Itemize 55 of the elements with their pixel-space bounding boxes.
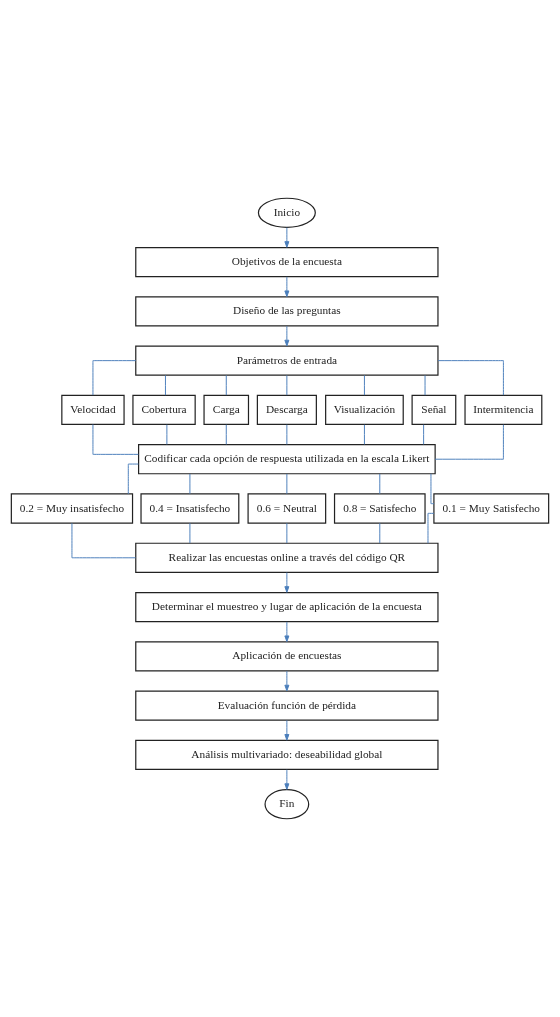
- connector: [165, 374, 166, 396]
- node-box: Análisis multivariado: deseabilidad global: [135, 739, 439, 771]
- connector: [424, 374, 426, 396]
- arrow: [284, 325, 290, 347]
- connector: [92, 424, 139, 455]
- connector: [286, 424, 288, 445]
- connector: [286, 473, 288, 495]
- connector: [92, 360, 137, 396]
- node-box: 0.6 = Neutral: [247, 493, 327, 524]
- connector: [189, 522, 191, 544]
- connector: [189, 473, 191, 495]
- connector: [423, 424, 425, 445]
- node-box: Realizar las encuestas online a través del código QR: [135, 542, 439, 573]
- connector: [225, 424, 227, 445]
- arrow: [284, 227, 290, 248]
- node-box: Velocidad: [61, 394, 125, 426]
- connector: [286, 374, 288, 396]
- arrow: [284, 572, 290, 593]
- node-box: Diseño de las preguntas: [135, 296, 439, 327]
- node-box: Determinar el muestreo y lugar de aplicación de la encuesta: [135, 591, 439, 623]
- node-box: 0.4 = Insatisfecho: [140, 493, 240, 524]
- node-box: Intermitencia: [464, 394, 543, 426]
- connector: [286, 522, 288, 544]
- node-box: Objetivos de la encuesta: [135, 246, 439, 278]
- arrow: [284, 769, 290, 790]
- connector: [71, 522, 137, 559]
- connector: [427, 512, 435, 544]
- arrow: [284, 670, 290, 692]
- node-box: Evaluación función de pérdida: [135, 690, 439, 721]
- node-box: Carga: [203, 394, 250, 426]
- node-box: 0.2 = Muy insatisfecho: [10, 493, 134, 524]
- connector: [379, 473, 381, 495]
- connector: [430, 473, 435, 505]
- connector: [363, 424, 365, 445]
- node-ellipse: Fin: [264, 789, 310, 820]
- node-box: Parámetros de entrada: [135, 345, 439, 376]
- connector: [434, 424, 504, 460]
- node-box: 0.8 = Satisfecho: [333, 493, 426, 524]
- arrow: [284, 719, 290, 741]
- connector: [437, 360, 504, 396]
- node-ellipse: Inicio: [257, 197, 316, 228]
- node-box: Señal: [411, 394, 457, 426]
- node-box: Visualización: [325, 394, 404, 426]
- arrow: [284, 621, 290, 643]
- node-box: Cobertura: [132, 394, 196, 426]
- connector: [379, 522, 381, 544]
- connector: [225, 374, 227, 396]
- arrow: [284, 276, 290, 298]
- connector: [127, 463, 139, 495]
- node-box: Aplicación de encuestas: [135, 641, 439, 672]
- node-box: Codificar cada opción de respuesta utilizada en la escala Likert: [138, 444, 436, 475]
- node-box: 0.1 = Muy Satisfecho: [433, 493, 550, 524]
- connector: [363, 374, 365, 396]
- connector: [166, 424, 168, 445]
- node-box: Descarga: [256, 394, 317, 426]
